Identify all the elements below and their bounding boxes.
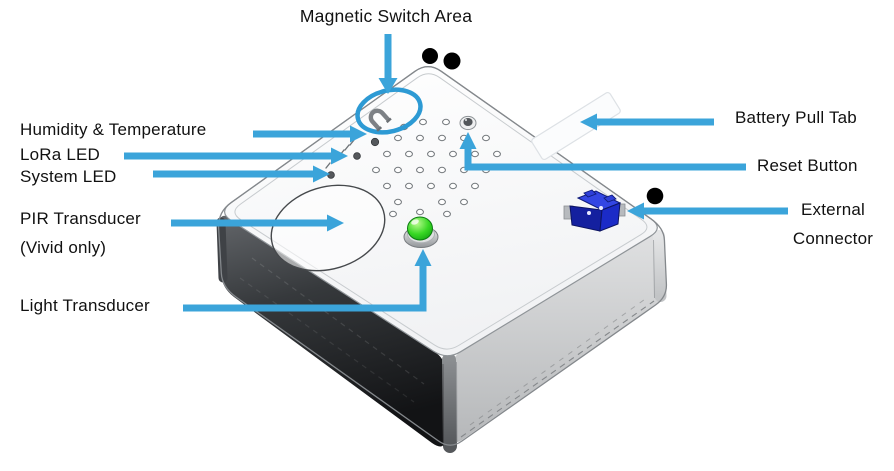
speaker-hole: [383, 182, 391, 190]
speaker-hole: [438, 134, 446, 142]
magnetic-switch-arrow: [378, 34, 398, 94]
vivid-only-label: (Vivid only): [20, 238, 107, 257]
device-top-bevel: [234, 73, 648, 350]
external-connector-arrow: [627, 202, 788, 220]
speaker-hole: [482, 134, 490, 142]
device-right-face: [449, 232, 667, 443]
light-transducer-arrow: [183, 249, 432, 312]
engraving-tick: [344, 144, 350, 151]
engraving-tick: [325, 162, 331, 169]
external-connector-label-line1: External: [801, 200, 865, 219]
speaker-hole: [419, 118, 427, 126]
light-transducer-dome: [407, 216, 433, 241]
speaker-hole: [405, 182, 413, 190]
speaker-hole: [405, 150, 413, 158]
pir-transducer-label: PIR Transducer: [20, 209, 141, 228]
connector-right-face: [599, 202, 621, 232]
speaker-hole: [443, 210, 451, 218]
light-transducer-label: Light Transducer: [20, 296, 150, 315]
speaker-hole: [394, 198, 402, 206]
marker-dot: [422, 48, 438, 64]
black-marker-dots: [422, 48, 664, 205]
speaker-hole: [442, 118, 450, 126]
speaker-hole: [449, 150, 457, 158]
device-outline: [217, 65, 668, 446]
reset-button-highlight: [464, 118, 468, 122]
marker-dot: [646, 187, 664, 205]
pir-transducer-arrow: [171, 214, 344, 232]
device-left-face: [218, 215, 445, 447]
system-led-arrow: [153, 165, 330, 183]
speaker-hole: [460, 198, 468, 206]
magnetic-switch-area: [355, 87, 423, 135]
magnetic-switch-label: Magnetic Switch Area: [299, 6, 473, 26]
front-corner-chamfer: [442, 353, 457, 453]
speaker-hole: [416, 134, 424, 142]
external-connector: [563, 189, 626, 232]
speaker-hole: [389, 210, 397, 218]
light-transducer-button: [403, 216, 439, 248]
magnetic-switch-circle: [355, 87, 423, 135]
speaker-hole: [416, 166, 424, 174]
front-corner-edge: [442, 363, 444, 447]
speaker-hole: [416, 208, 424, 216]
left-corner-chamfer: [216, 217, 228, 283]
callout-arrows: [124, 34, 788, 312]
indicator-leds: [325, 137, 380, 179]
speaker-hole: [394, 134, 402, 142]
humidity-temperature-sensor-dot: [370, 137, 380, 147]
lora-led-arrow: [124, 147, 348, 165]
speaker-hole: [449, 182, 457, 190]
speaker-hole: [372, 166, 380, 174]
right-face-parting-line2: [469, 296, 649, 426]
speaker-hole: [383, 150, 391, 158]
device-body: [216, 65, 668, 453]
lora-led-dot: [353, 152, 361, 160]
speaker-hole: [471, 150, 479, 158]
speaker-hole: [471, 182, 479, 190]
system-led-dot: [327, 171, 335, 179]
external-connector-label-line2: Connector: [792, 229, 874, 248]
speaker-hole: [394, 166, 402, 174]
magnet-icon: [368, 108, 392, 132]
connector-prong-1: [583, 189, 597, 198]
speaker-hole: [493, 150, 501, 158]
connector-pin-1: [587, 211, 591, 215]
right-corner-chamfer: [653, 230, 667, 302]
battery-pull-tab: [531, 91, 621, 161]
speaker-hole: [438, 198, 446, 206]
humidity-temperature-label: Humidity & Temperature: [20, 120, 207, 139]
speaker-hole: [438, 166, 446, 174]
connector-pin-2: [599, 206, 603, 210]
connector-prong-2: [603, 194, 617, 203]
lora-led-label: LoRa LED: [20, 145, 101, 164]
reset-button-label: Reset Button: [757, 156, 858, 175]
reset-button-arrow: [459, 132, 746, 171]
speaker-hole: [427, 150, 435, 158]
reset-button: [459, 115, 477, 131]
front-corner-edge2: [456, 361, 458, 443]
reset-button-hole: [463, 118, 473, 126]
right-corner-edge: [653, 239, 655, 299]
battery-pull-tab-label: Battery Pull Tab: [735, 108, 857, 127]
light-transducer-glint: [411, 219, 419, 225]
marker-dot: [443, 52, 461, 70]
battery-pull-tab-arrow: [580, 113, 714, 131]
humidity-temperature-arrow: [253, 125, 367, 143]
system-led-label: System LED: [20, 167, 117, 186]
speaker-hole: [427, 182, 435, 190]
